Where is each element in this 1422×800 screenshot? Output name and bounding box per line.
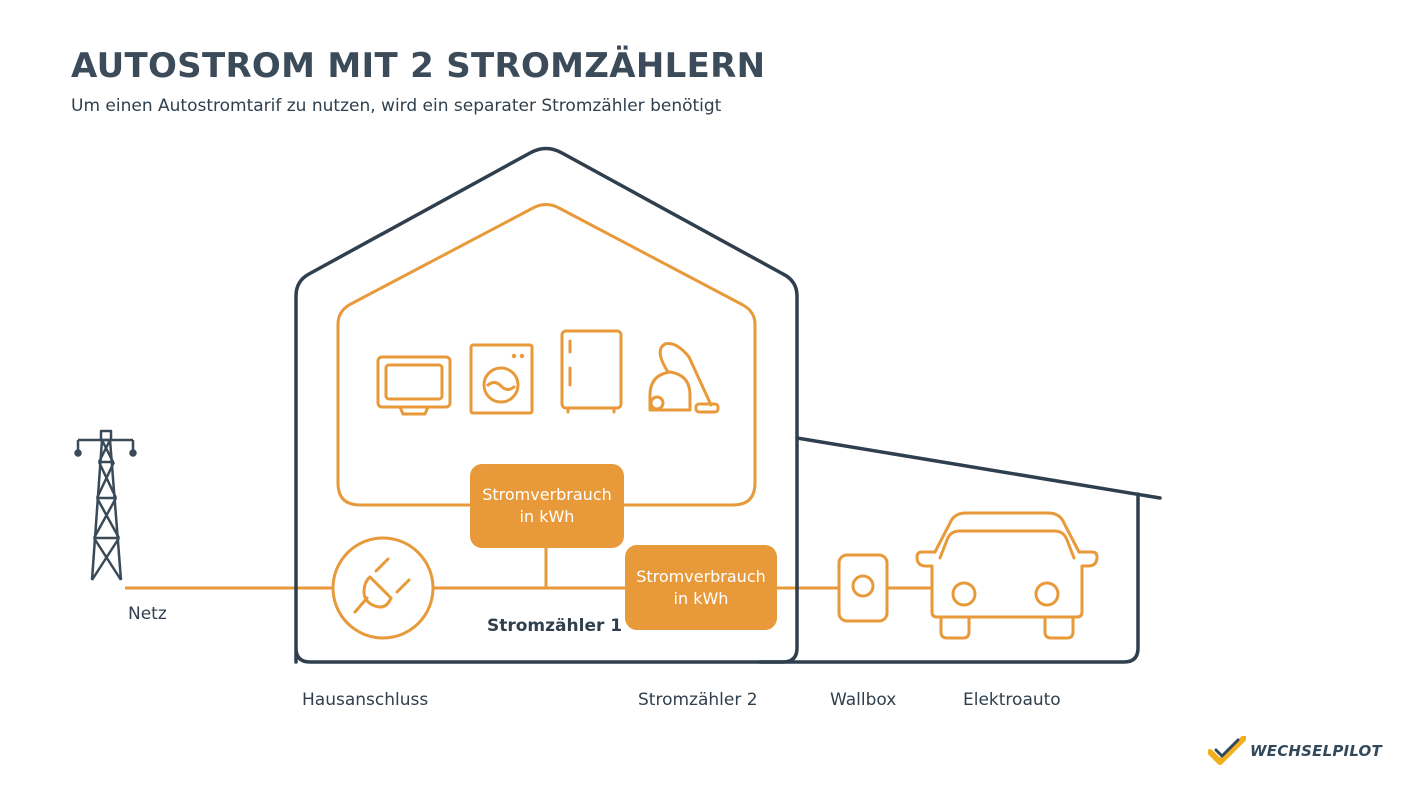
checkmark-icon [1208,736,1246,765]
vacuum-icon [648,342,720,414]
washing-machine-icon [469,343,534,415]
house-inner-outline [336,203,757,507]
page-subtitle: Um einen Autostromtarif zu nutzen, wird … [71,96,722,116]
meter1-box: Stromverbrauch in kWh [470,464,624,548]
meter1-line2: in kWh [519,507,575,526]
label-ev: Elektroauto [963,690,1061,710]
garage-outline [758,436,1162,664]
meter2-box: Stromverbrauch in kWh [625,545,777,630]
brand-logo: WECHSELPILOT [1208,736,1382,766]
label-house-connection: Hausanschluss [302,690,429,710]
plug-icon [331,536,435,640]
label-grid: Netz [128,604,167,624]
label-meter2: Stromzähler 2 [638,690,758,710]
meter1-line1: Stromverbrauch [482,485,612,504]
page-title: AUTOSTROM MIT 2 STROMZÄHLERN [71,46,766,86]
meter2-line1: Stromverbrauch [636,566,766,586]
wallbox-icon [837,553,889,623]
tv-icon [376,355,452,416]
label-wallbox: Wallbox [830,690,897,710]
logo-text: WECHSELPILOT [1250,742,1382,760]
label-meter1: Stromzähler 1 [487,616,623,636]
meter2-line2: in kWh [673,588,729,608]
pylon-icon [74,429,137,581]
fridge-icon [560,329,623,414]
car-icon [915,511,1099,640]
house-outline [294,146,799,664]
